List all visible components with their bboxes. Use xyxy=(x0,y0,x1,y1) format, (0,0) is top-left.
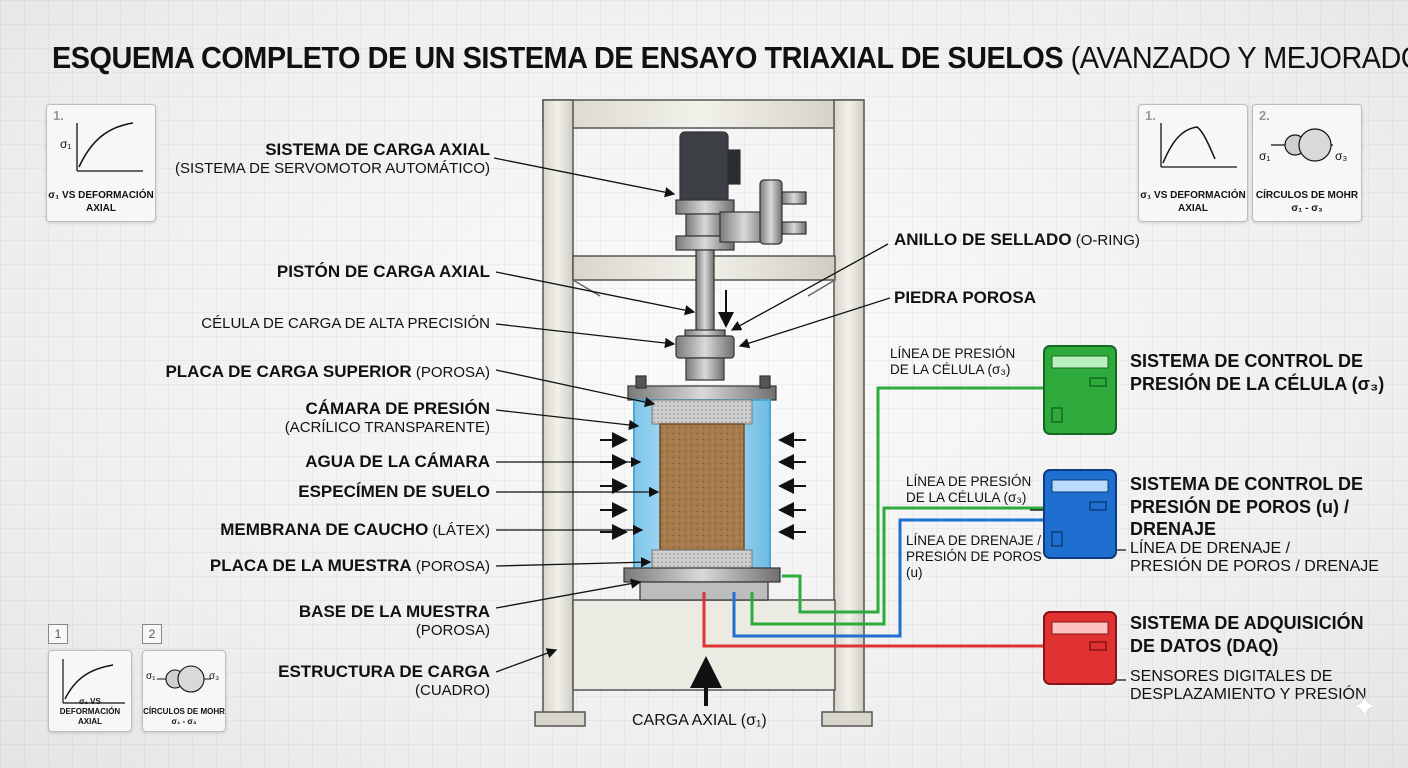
label-drain-line: LÍNEA DE DRENAJE /PRESIÓN DE POROS(u) xyxy=(906,533,1042,581)
label-specimen: ESPECÍMEN DE SUELO xyxy=(298,482,490,501)
mohr-circles-icon xyxy=(1271,128,1333,162)
thumb-number-1: 1 xyxy=(48,624,68,644)
stress-strain-icon xyxy=(62,659,125,704)
label-frame: ESTRUCTURA DE CARGA (CUADRO) xyxy=(278,662,490,699)
label-water: AGUA DE LA CÁMARA xyxy=(305,452,490,471)
daq-controller xyxy=(1043,611,1117,685)
label-membrane: MEMBRANA DE CAUCHO (LÁTEX) xyxy=(220,520,490,539)
servo-motor xyxy=(675,131,807,251)
stress-strain-icon xyxy=(76,122,143,172)
label-axial-system: SISTEMA DE CARGA AXIAL (SISTEMA DE SERVO… xyxy=(174,140,490,177)
mohr-circles-icon xyxy=(157,665,211,693)
label-top-plate: PLACA DE CARGA SUPERIOR (POROSA) xyxy=(165,362,490,381)
thumb-number-2: 2 xyxy=(142,624,162,644)
label-axial-load: CARGA AXIAL (σ₁) xyxy=(632,712,767,729)
leader-lines xyxy=(493,157,1126,681)
label-chamber: CÁMARA DE PRESIÓN (ACRÍLICO TRANSPARENTE… xyxy=(284,399,490,436)
sparkle-icon: ✦ xyxy=(1352,691,1378,724)
label-oring: ANILLO DE SELLADO (O-RING) xyxy=(894,230,1140,249)
cell-top-plate xyxy=(627,375,777,401)
pressure-lines xyxy=(702,386,1044,648)
pore-pressure-controller xyxy=(1043,469,1117,559)
label-load-cell: CÉLULA DE CARGA DE ALTA PRECISIÓN xyxy=(201,315,490,332)
sample-base xyxy=(623,567,781,601)
cell-pressure-controller xyxy=(1043,345,1117,435)
label-sample-base: BASE DE LA MUESTRA (POROSA) xyxy=(298,602,490,639)
stress-strain-icon xyxy=(1160,123,1237,168)
label-sample-plate: PLACA DE LA MUESTRA (POROSA) xyxy=(209,556,490,575)
axial-piston xyxy=(675,249,735,381)
label-piston: PISTÓN DE CARGA AXIAL xyxy=(276,262,490,281)
pressure-chamber xyxy=(633,399,771,571)
label-porous-stone: PIEDRA POROSA xyxy=(894,288,1037,307)
page-title: ESQUEMA COMPLETO DE UN SISTEMA DE ENSAYO… xyxy=(52,40,1408,75)
pore-system-sub: LÍNEA DE DRENAJE /PRESIÓN DE POROS / DRE… xyxy=(1130,540,1379,576)
